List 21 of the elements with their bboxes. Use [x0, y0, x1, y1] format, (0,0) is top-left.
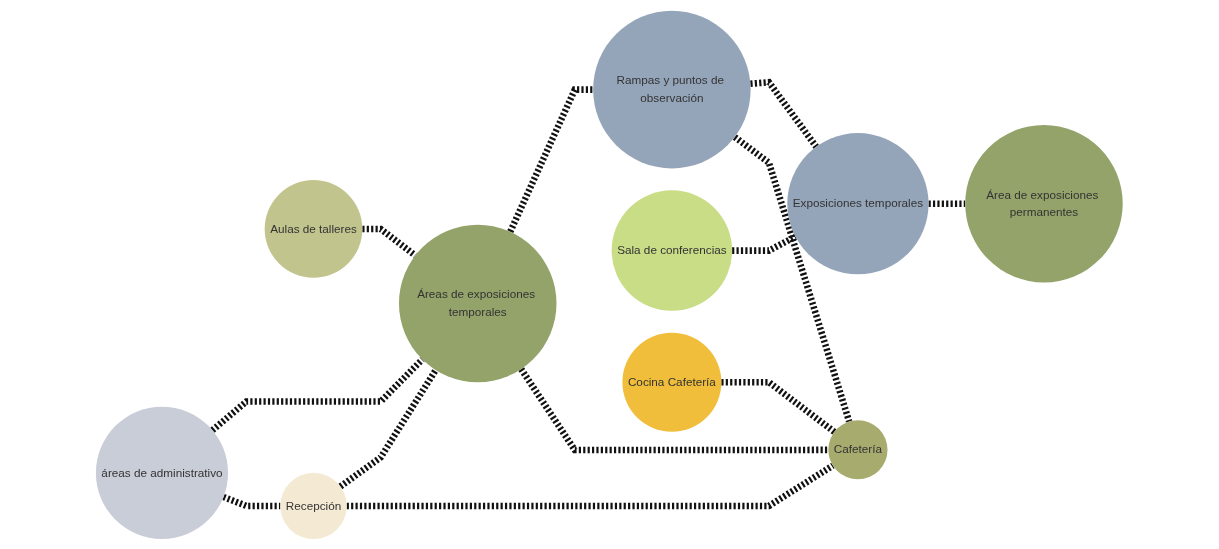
connector	[732, 233, 798, 254]
node-circle: Exposiciones temporales	[787, 132, 929, 274]
node-circle: áreas de administrativo	[96, 406, 229, 539]
connector	[362, 225, 418, 258]
node-circle: Rampas y puntos de observación	[593, 10, 751, 168]
node-circle: Sala de conferencias	[611, 189, 733, 311]
connector	[346, 462, 835, 509]
connector	[338, 367, 439, 489]
node-circle: Recepción	[280, 472, 347, 539]
connector	[222, 493, 281, 509]
connector	[733, 133, 853, 422]
node-circle: Área de exposiciones permanentes	[965, 124, 1123, 282]
node-circle: Cocina Cafetería	[622, 332, 722, 432]
connector	[928, 199, 966, 207]
node-circle: Cafetería	[828, 419, 888, 479]
connector	[721, 378, 837, 434]
connector	[507, 85, 594, 233]
connector	[750, 78, 819, 149]
node-circle: Áreas de exposiciones temporales	[399, 224, 557, 382]
connector	[518, 366, 829, 453]
node-circle: Aulas de talleres	[264, 179, 363, 278]
